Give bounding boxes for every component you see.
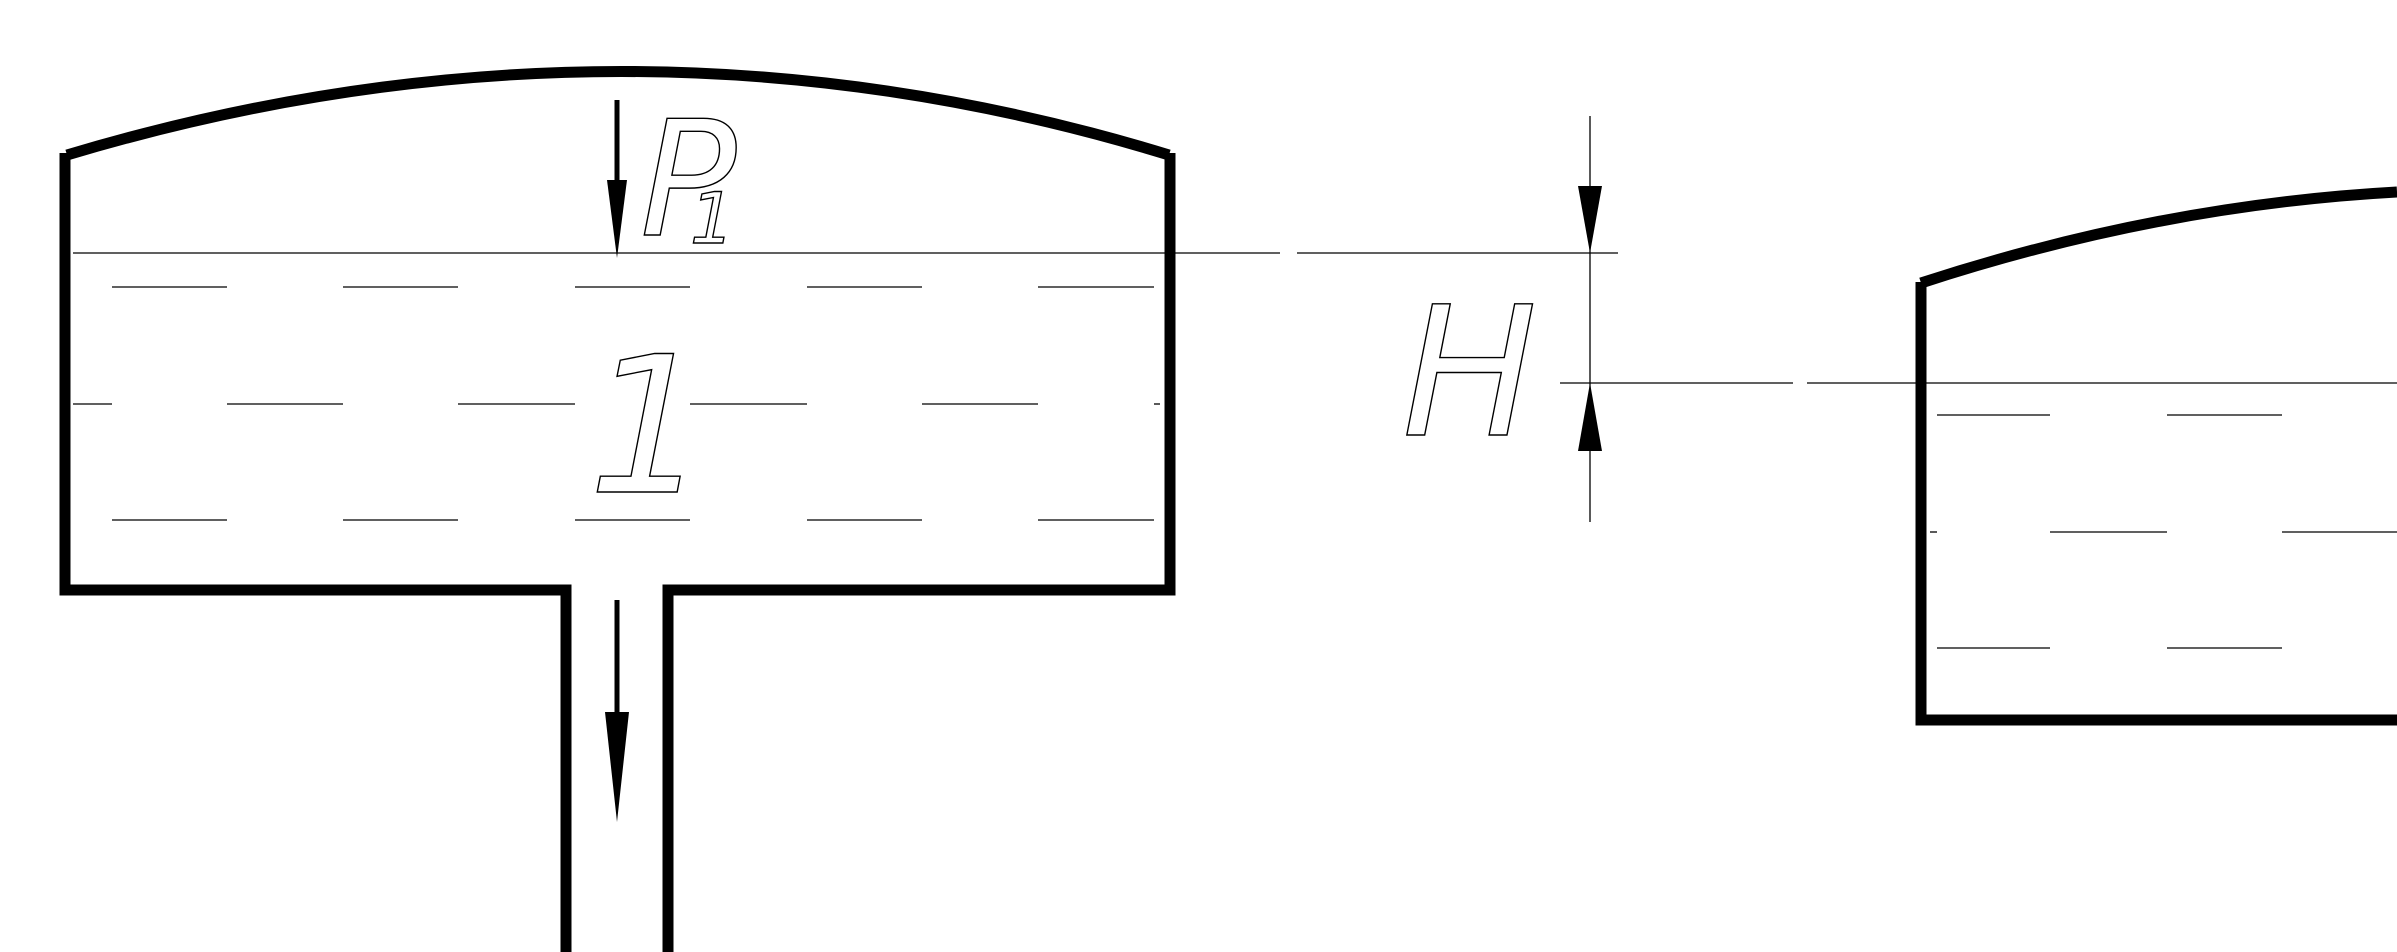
right-tank [1915,186,2397,726]
right-tank-walls [1915,282,2397,726]
outflow-arrow [605,600,629,822]
right-tank-liquid-hatch [1930,414,2397,649]
height-label: H [1402,269,1537,478]
right-tank-lid [1919,186,2397,289]
pressure-label: P 1 [639,85,737,273]
height-dimension: H [1401,116,1602,522]
left-tank-walls [59,153,572,952]
pressure-arrow [607,100,627,258]
pressure-label-subscript: 1 [690,178,735,260]
dimension-arrow-top [1578,186,1602,253]
left-tank-lid [65,66,1171,161]
left-tank-liquid-hatch [73,286,1160,521]
pressure-label-main: P [640,86,737,273]
dimension-arrow-bottom [1578,383,1602,451]
left-tank [59,66,1176,952]
tank-number-label: 1 [588,316,709,537]
left-tank-walls-right [662,153,1176,952]
